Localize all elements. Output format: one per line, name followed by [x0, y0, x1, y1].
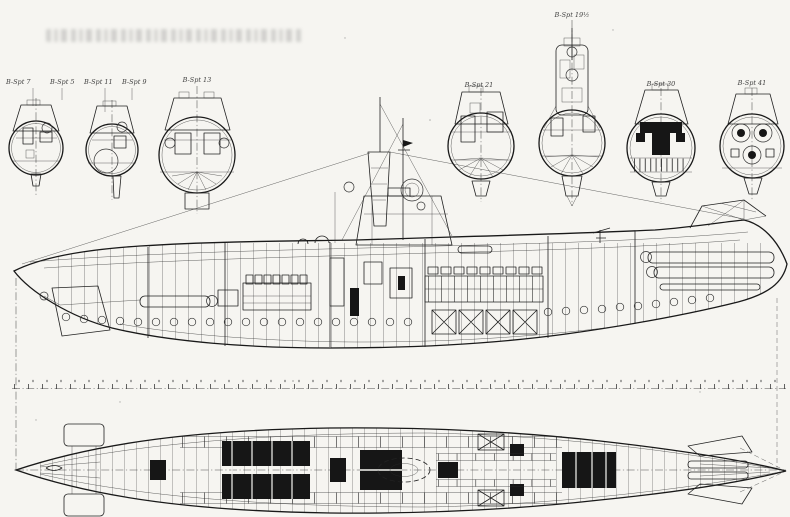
- jumping-wires: [21, 103, 745, 265]
- deck-fittings: [297, 227, 611, 254]
- aft-torpedo-tube: [139, 295, 218, 308]
- bow-planes: [687, 435, 753, 505]
- dark-structure: [640, 122, 682, 155]
- auxiliary-machinery: [329, 257, 413, 316]
- section-label-bspt-21: B-Spt 21: [464, 81, 494, 89]
- section-bspt-41: [719, 87, 785, 200]
- section-label-bspt-5: B-Spt 5: [49, 78, 75, 86]
- bulkheads: [147, 231, 636, 347]
- section-bspt-11-9: [85, 100, 139, 200]
- battery-room: [424, 266, 544, 303]
- flood-ports: [61, 293, 715, 327]
- plan-view: [13, 423, 787, 517]
- section-label-bspt-7: B-Spt 7: [5, 78, 31, 86]
- section-bspt-7-5: [8, 98, 64, 196]
- bow-superstructure: [689, 199, 767, 229]
- plan-bow-tubes: [687, 447, 787, 493]
- deck-casing-lines: [29, 231, 749, 343]
- profile-view: [13, 97, 788, 349]
- label-leader-lines: [32, 88, 133, 112]
- plan-conning-tower: [377, 457, 431, 483]
- hull-outline: [13, 219, 788, 349]
- section-label-bspt-9: B-Spt 9: [121, 78, 147, 86]
- torpedo-stowage-rows: [436, 453, 556, 487]
- bow-torpedo-tubes: [640, 251, 775, 291]
- datum-lines: [15, 278, 778, 470]
- plan-engines: [150, 441, 616, 499]
- periscopes-and-masts: [334, 97, 424, 243]
- side-compartments: [180, 436, 562, 504]
- paper-speckles: [35, 29, 742, 421]
- conning-tower: [355, 187, 453, 246]
- section-labels: B-Spt 7 B-Spt 5 B-Spt 11 B-Spt 9 B-Spt 1…: [5, 11, 766, 112]
- plan-hatched-tanks: [477, 433, 505, 507]
- stern-rudder: [39, 285, 141, 337]
- section-bspt-19-half-conning-tower: [538, 20, 606, 207]
- section-bspt-21: [447, 85, 515, 202]
- stern-planes: [39, 423, 105, 517]
- diesel-engine: [217, 274, 312, 311]
- section-bspt-30: [626, 83, 696, 202]
- faded-title-inscription: [46, 29, 304, 42]
- section-label-bspt-41: B-Spt 41: [737, 79, 767, 87]
- plan-inner-lines: [39, 432, 781, 508]
- section-label-bspt-19-half: B-Spt 19½: [554, 11, 590, 19]
- cross-sections: [8, 20, 785, 214]
- ballast-tanks-hatched: [431, 309, 538, 335]
- station-scale: [12, 379, 786, 389]
- section-label-bspt-11: B-Spt 11: [83, 78, 113, 86]
- section-bspt-13: [158, 86, 236, 214]
- section-label-bspt-13: B-Spt 13: [182, 76, 212, 84]
